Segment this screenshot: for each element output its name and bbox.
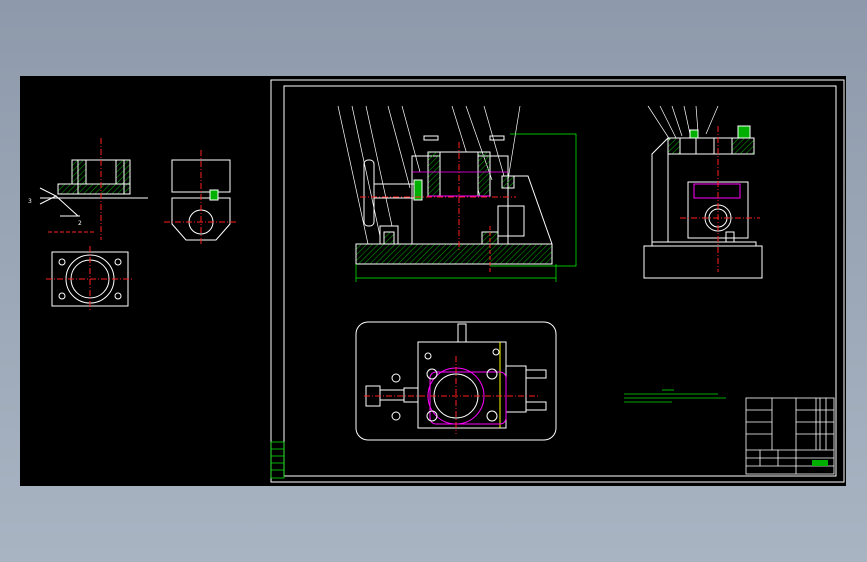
top-view xyxy=(355,321,557,441)
detail-bushing-plan xyxy=(46,246,134,312)
detail-label-2: 2 xyxy=(78,220,82,227)
drawing-frame xyxy=(270,79,845,483)
side-view xyxy=(643,105,763,279)
detail-label-3: 3 xyxy=(28,198,32,205)
technical-notes xyxy=(624,389,726,403)
detail-bushing-section xyxy=(39,138,148,240)
cad-drawing-canvas: 3 2 xyxy=(28,79,845,483)
front-view xyxy=(337,105,577,282)
cad-viewport[interactable]: 3 2 xyxy=(20,76,846,486)
detail-side-block xyxy=(164,150,236,246)
left-margin-stamp xyxy=(270,441,285,479)
title-block xyxy=(745,397,835,475)
